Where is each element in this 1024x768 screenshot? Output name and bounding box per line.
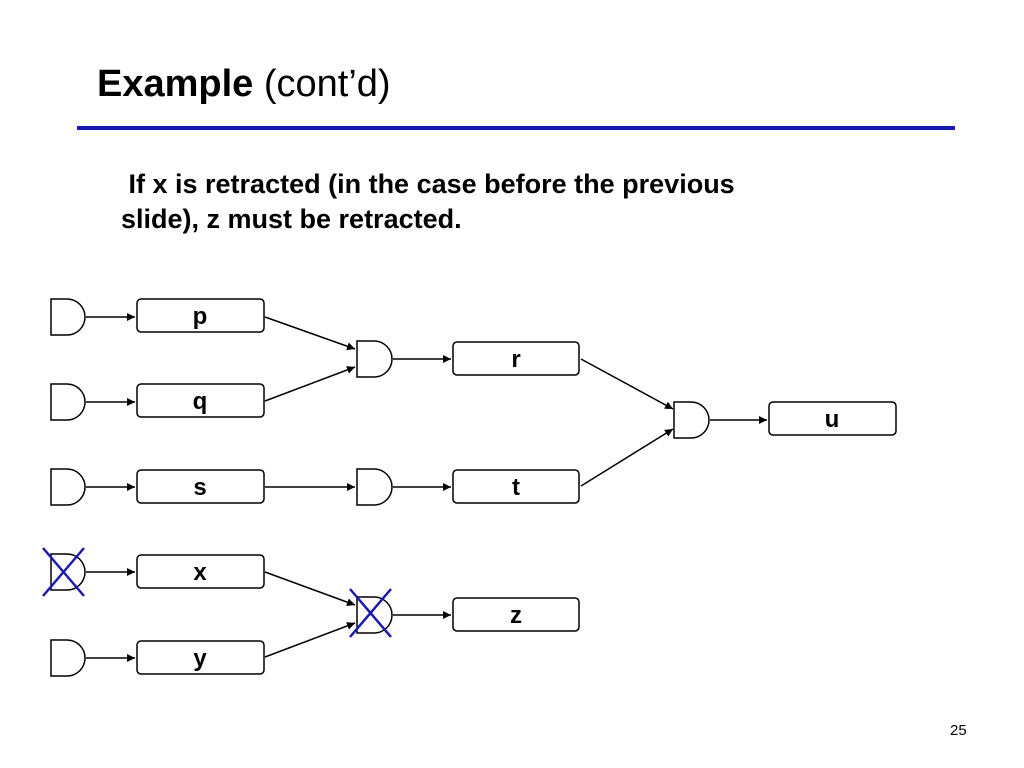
node-y: y — [136, 640, 265, 675]
node-y-label: y — [193, 645, 207, 672]
slide-body-text: If x is retracted (in the case before th… — [121, 167, 921, 237]
u-justification-gate — [673, 401, 710, 439]
arrow-x-to-z-gate — [264, 571, 356, 607]
node-s-label: s — [193, 474, 206, 501]
slide-title: Example (cont’d) — [97, 62, 391, 106]
page-number: 25 — [950, 722, 967, 739]
s-premise-gate — [50, 468, 86, 506]
arrow-y-to-z-gate — [264, 622, 356, 658]
arrow-p-to-r-gate — [264, 316, 356, 351]
node-u: u — [768, 401, 897, 436]
node-r-label: r — [511, 346, 520, 373]
arrow-t-to-u-gate — [580, 428, 674, 487]
body-line-2: slide), z must be retracted. — [121, 204, 462, 234]
node-z: z — [452, 597, 580, 632]
p-premise-gate — [50, 298, 86, 336]
node-t-label: t — [512, 474, 520, 501]
r-justification-gate — [356, 340, 393, 378]
node-q: q — [136, 383, 265, 418]
node-q-label: q — [193, 388, 208, 415]
node-z-label: z — [510, 602, 522, 629]
slide-title-rest: (cont’d) — [263, 63, 391, 105]
arrow-q-to-r-gate — [264, 366, 356, 402]
title-divider — [77, 126, 955, 130]
arrow-r-to-u-gate — [580, 358, 674, 410]
y-premise-gate — [50, 639, 86, 677]
t-justification-gate — [356, 468, 393, 506]
node-x-label: x — [193, 559, 207, 586]
node-t: t — [452, 469, 580, 504]
node-x: x — [136, 554, 265, 589]
body-line-1: If x is retracted (in the case before th… — [121, 169, 735, 199]
node-u-label: u — [825, 406, 840, 433]
slide-title-bold: Example — [97, 63, 254, 105]
node-p: p — [136, 298, 265, 333]
q-premise-gate — [50, 383, 86, 421]
node-r: r — [452, 341, 580, 376]
node-s: s — [136, 469, 265, 504]
x-premise-gate — [50, 553, 86, 591]
retraction-mark-x-premise — [42, 547, 85, 597]
retraction-mark-z-gate — [349, 588, 392, 638]
node-p-label: p — [193, 303, 208, 330]
